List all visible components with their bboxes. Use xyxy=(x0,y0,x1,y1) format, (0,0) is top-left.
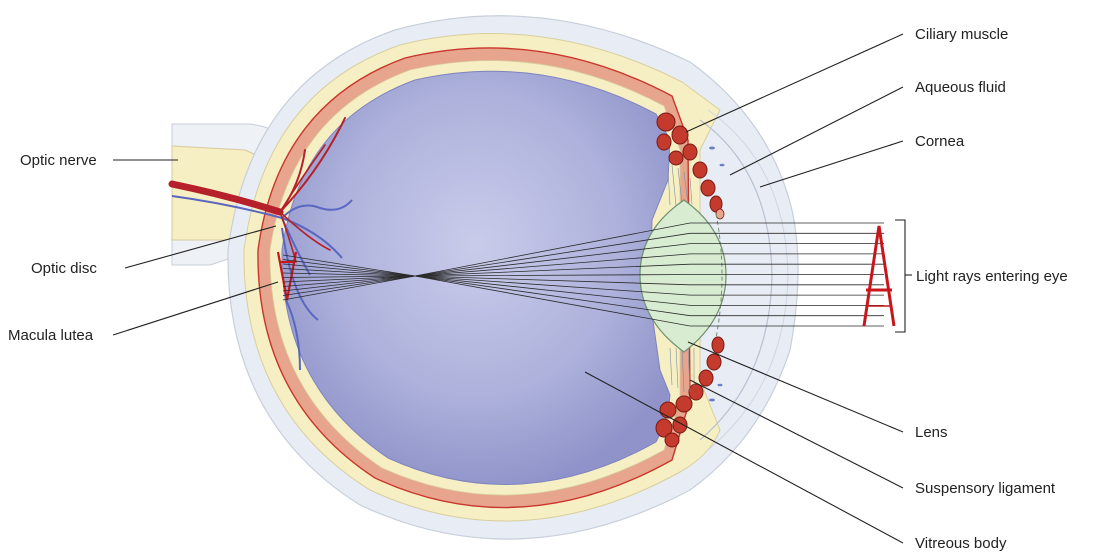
label-cornea: Cornea xyxy=(915,133,965,150)
label-suspensory-ligament: Suspensory ligament xyxy=(915,480,1056,497)
label-optic-nerve: Optic nerve xyxy=(20,152,97,169)
label-macula-lutea: Macula lutea xyxy=(8,327,94,344)
object-letter-a xyxy=(864,226,894,326)
label-ciliary-muscle: Ciliary muscle xyxy=(915,26,1008,43)
label-optic-disc: Optic disc xyxy=(31,260,97,277)
label-lens: Lens xyxy=(915,424,948,441)
light-rays-bracket xyxy=(895,220,905,332)
label-vitreous-body: Vitreous body xyxy=(915,535,1007,552)
label-aqueous-fluid: Aqueous fluid xyxy=(915,79,1006,96)
label-light-rays: Light rays entering eye xyxy=(916,268,1068,285)
